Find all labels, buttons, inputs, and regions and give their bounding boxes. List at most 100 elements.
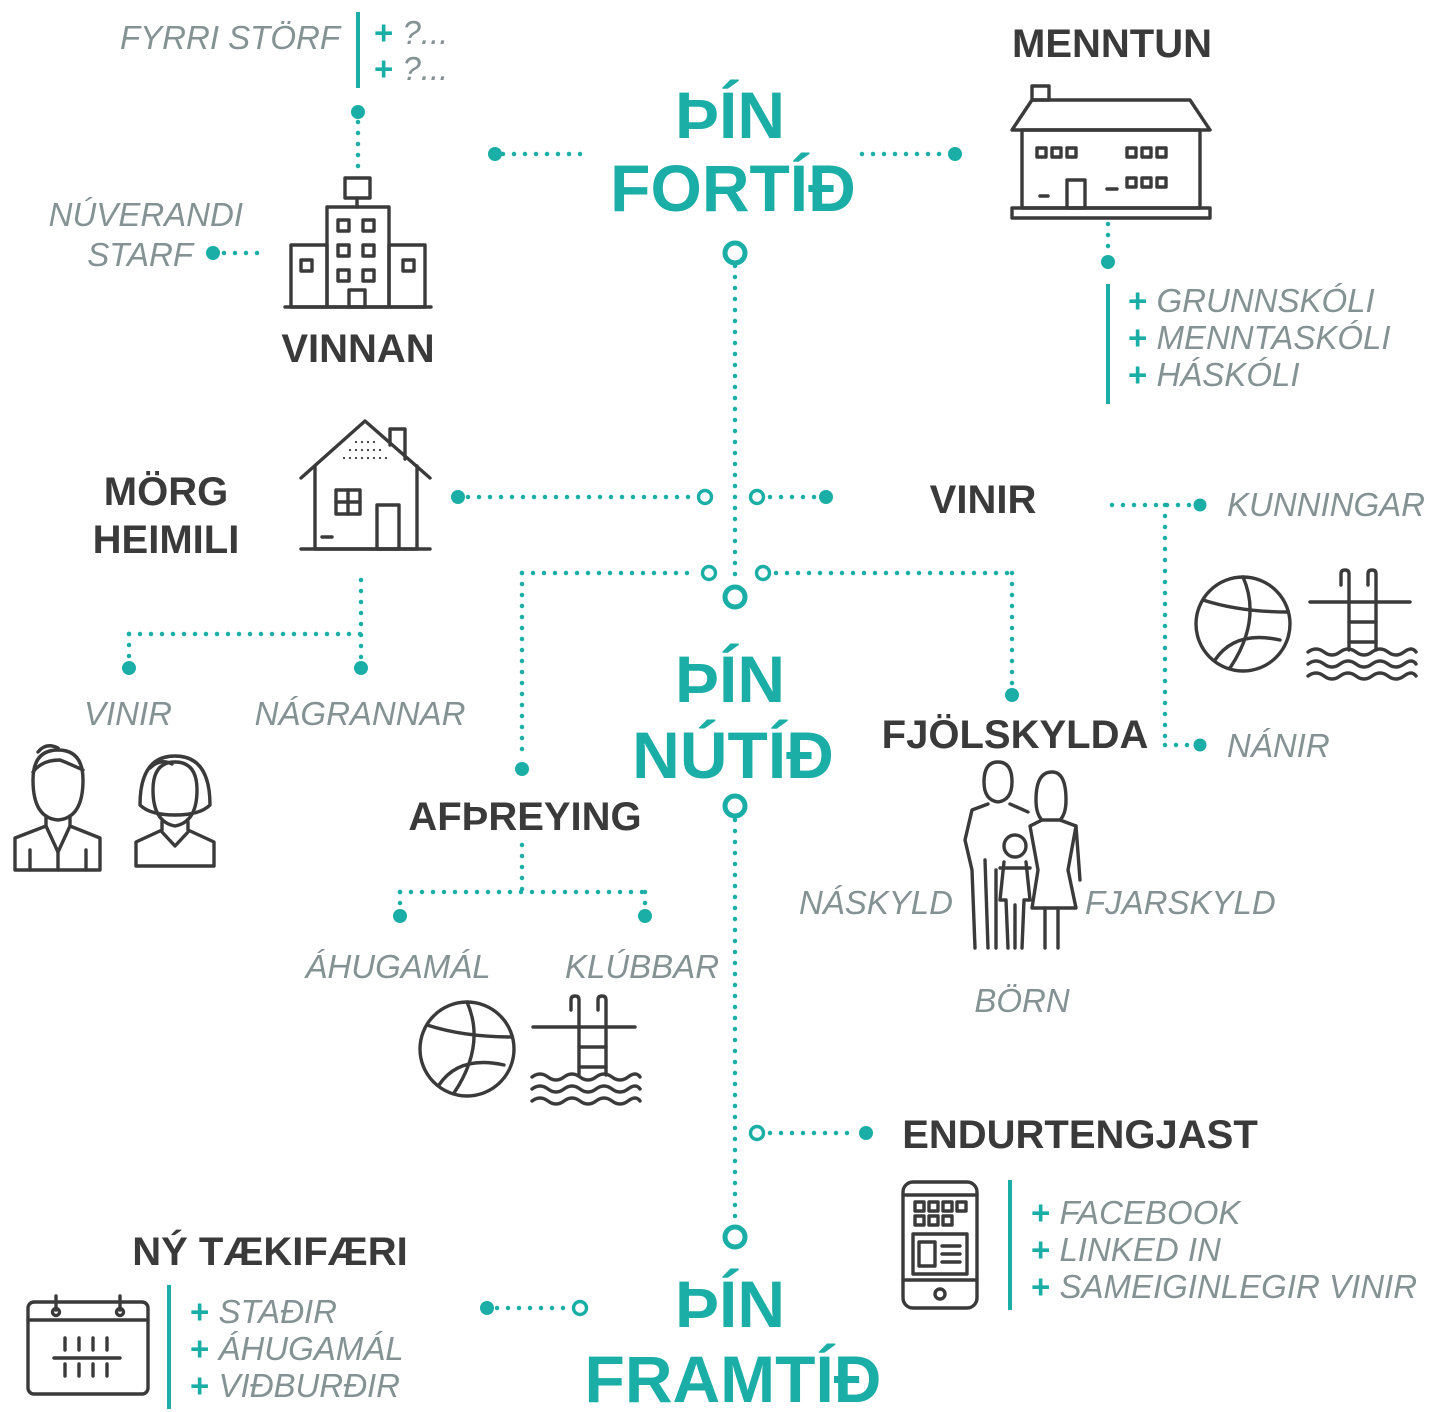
node-dot	[1193, 738, 1207, 752]
node-dot	[122, 661, 136, 675]
bullet: +	[190, 1293, 209, 1330]
education-item: + GRUNNSKÓLI	[1128, 282, 1375, 319]
bullet: +	[1128, 356, 1147, 393]
homes-friends-label: VINIR	[84, 695, 172, 732]
node-dot	[1005, 688, 1019, 702]
previous-job-item: + ?...	[374, 14, 448, 51]
smartphone-icon	[901, 1180, 979, 1310]
node-dot	[859, 1126, 873, 1140]
connectors	[122, 12, 1207, 1409]
hub-past: ÞÍN FORTÍÐ	[610, 78, 856, 225]
opportunities-item: + VIÐBURÐIR	[190, 1367, 400, 1404]
reconnect-item: + LINKED IN	[1031, 1231, 1221, 1268]
homes-node: MÖRG HEIMILI VINIR NÁGRANNAR	[13, 419, 466, 872]
node-dot	[948, 147, 962, 161]
opportunities-item-text: VIÐBURÐIR	[218, 1367, 400, 1404]
family-distant-label: FJARSKYLD	[1085, 884, 1276, 921]
node-dot	[638, 909, 652, 923]
education-item-text: MENNTASKÓLI	[1156, 319, 1390, 356]
family-node: FJÖLSKYLDA NÁSKYLD FJARSKYLD BÖRN	[799, 712, 1276, 1019]
reconnect-title: ENDURTENGJAST	[902, 1113, 1258, 1157]
previous-job-item: + ?...	[374, 50, 448, 87]
node-dot	[351, 105, 365, 119]
bullet: +	[1128, 282, 1147, 319]
leisure-node: AFÞREYING ÁHUGAMÁL KLÚBBAR	[303, 795, 719, 1106]
education-title: MENNTUN	[1012, 22, 1212, 66]
node-dot	[393, 909, 407, 923]
work-title: VINNAN	[281, 327, 434, 371]
list-bar	[167, 1285, 171, 1409]
node-dot	[480, 1301, 494, 1315]
node-dot	[451, 490, 465, 504]
reconnect-item: + SAMEIGINLEGIR VINIR	[1031, 1268, 1417, 1305]
list-bar	[1106, 284, 1110, 404]
friends-title: VINIR	[930, 478, 1037, 522]
woman-icon	[134, 754, 216, 868]
man-icon	[13, 744, 102, 872]
friends-node: VINIR KUNNINGAR NÁNIR	[930, 478, 1425, 764]
bullet: +	[190, 1330, 209, 1367]
hub-past-line2: FORTÍÐ	[610, 151, 856, 225]
node-ring	[700, 564, 718, 582]
current-job-line2: STARF	[87, 236, 195, 273]
opportunities-item-text: ÁHUGAMÁL	[216, 1330, 403, 1367]
education-node: MENNTUN + GRUNNSKÓLI + MENNTASKÓLI + HÁS…	[1010, 22, 1391, 393]
calendar-icon	[26, 1294, 150, 1396]
reconnect-item-text: LINKED IN	[1059, 1231, 1221, 1268]
reconnect-item: + FACEBOOK	[1031, 1194, 1242, 1231]
school-building-icon	[1010, 84, 1212, 220]
reconnect-item-text: SAMEIGINLEGIR VINIR	[1059, 1268, 1417, 1305]
office-building-icon	[283, 176, 433, 309]
node-ring	[754, 564, 772, 582]
opportunities-item: + STAÐIR	[190, 1293, 337, 1330]
timeline-ring-past	[722, 240, 748, 266]
node-dot	[354, 661, 368, 675]
family-icon	[963, 760, 1082, 950]
node-dot	[819, 490, 833, 504]
previous-job-text: ?...	[402, 14, 448, 51]
node-ring	[748, 488, 766, 506]
volleyball-icon	[418, 1000, 516, 1098]
leisure-clubs-label: KLÚBBAR	[565, 948, 719, 985]
reconnect-item-text: FACEBOOK	[1059, 1194, 1242, 1231]
education-item: + MENNTASKÓLI	[1128, 319, 1391, 356]
list-bar	[356, 12, 360, 88]
homes-neighbours-label: NÁGRANNAR	[255, 695, 466, 732]
bullet: +	[190, 1367, 209, 1404]
leisure-hobbies-label: ÁHUGAMÁL	[303, 948, 490, 985]
hub-future-line1: ÞÍN	[675, 1267, 785, 1341]
node-dot	[206, 246, 220, 260]
hub-present-line2: NÚTÍÐ	[632, 718, 834, 792]
leisure-title: AFÞREYING	[408, 795, 641, 839]
education-item-text: GRUNNSKÓLI	[1156, 282, 1374, 319]
bullet: +	[374, 50, 393, 87]
hub-present-line1: ÞÍN	[675, 642, 785, 716]
family-title: FJÖLSKYLDA	[882, 712, 1149, 757]
pool-ladder-icon	[1306, 568, 1418, 681]
pool-ladder-icon	[530, 994, 642, 1106]
hub-future: ÞÍN FRAMTÍÐ	[585, 1267, 882, 1412]
opportunities-item: + ÁHUGAMÁL	[190, 1330, 404, 1367]
friends-close-label: NÁNIR	[1227, 727, 1330, 764]
node-ring	[571, 1299, 589, 1317]
bullet: +	[1031, 1268, 1050, 1305]
node-ring	[748, 1124, 766, 1142]
bullet: +	[374, 14, 393, 51]
volleyball-icon	[1194, 575, 1292, 673]
timeline-ring-future	[722, 1224, 748, 1250]
hub-future-line2: FRAMTÍÐ	[585, 1342, 882, 1412]
homes-title-line1: MÖRG	[104, 469, 228, 514]
work-node: FYRRI STÖRF + ?... + ?... NÚVERANDI STAR…	[49, 14, 449, 371]
node-dot	[1101, 255, 1115, 269]
family-children-label: BÖRN	[974, 982, 1070, 1019]
previous-jobs-label: FYRRI STÖRF	[120, 19, 342, 56]
list-bar	[1008, 1180, 1012, 1310]
opportunities-item-text: STAÐIR	[218, 1293, 337, 1330]
timeline-ring-present-top	[722, 584, 748, 610]
bullet: +	[1031, 1231, 1050, 1268]
hub-past-line1: ÞÍN	[675, 78, 785, 152]
education-item: + HÁSKÓLI	[1128, 356, 1300, 393]
opportunities-node: NÝ TÆKIFÆRI + STAÐIR + ÁHUGAMÁL + VIÐBUR…	[26, 1228, 408, 1404]
node-dot	[488, 147, 502, 161]
